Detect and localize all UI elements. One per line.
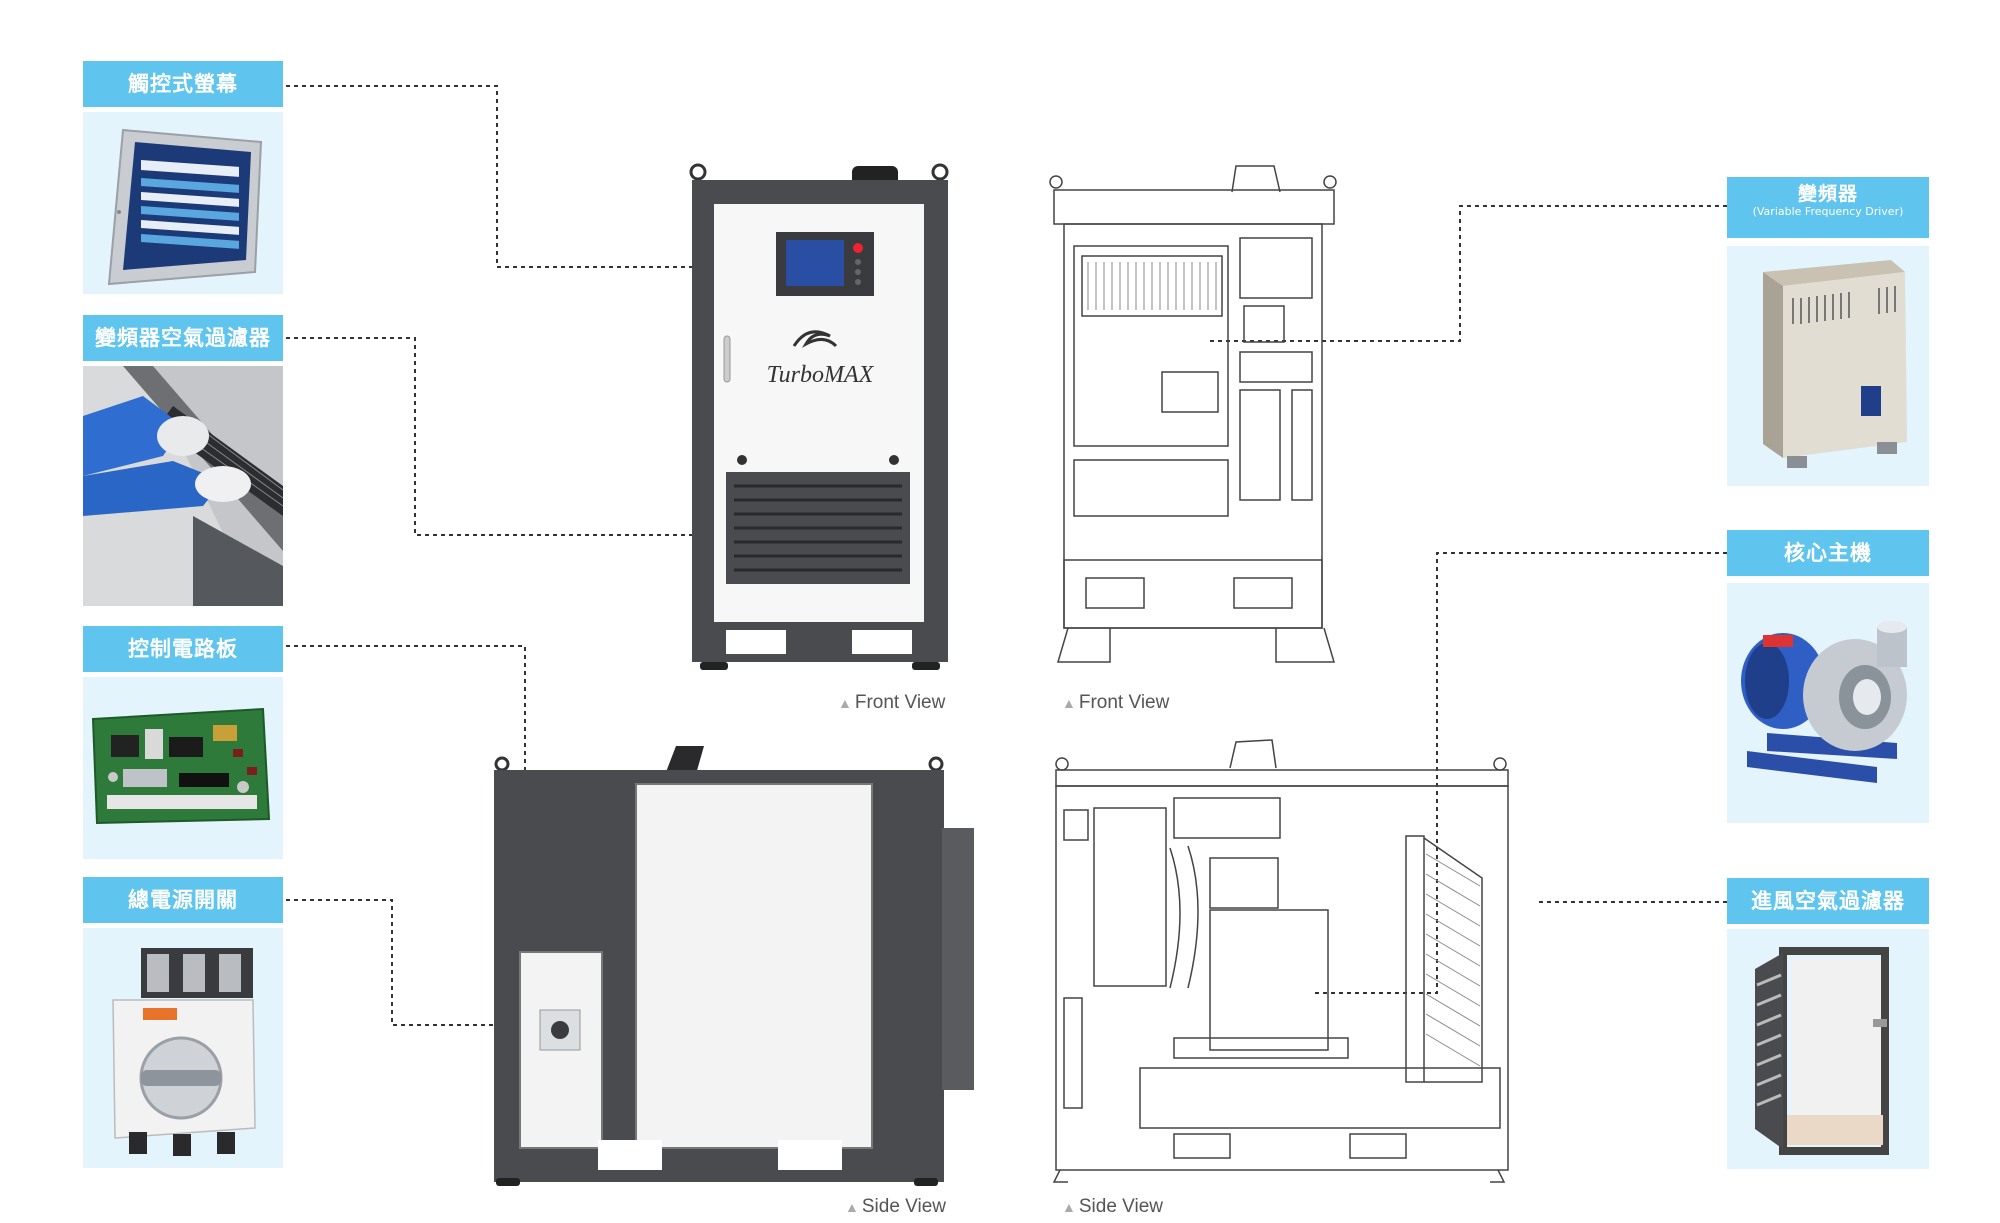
rotary-switch-icon	[112, 948, 256, 1156]
caption-side-drawing: ▲Side View	[1062, 1196, 1163, 1218]
brand-name: TurboMAX	[767, 362, 875, 388]
touchscreen-icon	[107, 128, 263, 286]
vfd-filter-image	[83, 366, 283, 606]
inverter-icon	[1763, 260, 1907, 468]
vfd-label-text: 變頻器	[1797, 183, 1858, 205]
intake-filter-image	[1727, 929, 1929, 1169]
label-core-unit: 核心主機	[1727, 530, 1929, 576]
turbo-blower-icon	[1741, 621, 1907, 783]
front-view-photo: TurboMAX	[689, 163, 949, 670]
triangle-icon: ▲	[1062, 695, 1076, 711]
caption-side-photo: ▲Side View	[845, 1196, 946, 1218]
triangle-icon: ▲	[838, 695, 852, 711]
label-intake-filter: 進風空氣過濾器	[1727, 878, 1929, 924]
triangle-icon: ▲	[1062, 1199, 1076, 1215]
core-unit-image	[1727, 583, 1929, 823]
front-view-drawing	[1049, 165, 1337, 663]
caption-front-photo-text: Front View	[854, 692, 946, 713]
main-switch-image	[83, 928, 283, 1168]
label-control-board: 控制電路板	[83, 626, 283, 672]
label-touchscreen: 觸控式螢幕	[83, 61, 283, 107]
hand-filter-icon	[83, 366, 283, 606]
label-main-switch: 總電源開關	[83, 877, 283, 923]
vfd-image	[1727, 246, 1929, 486]
vfd-sublabel: (Variable Frequency Driver)	[1752, 205, 1904, 218]
label-vfd-filter: 變頻器空氣過濾器	[83, 315, 283, 361]
caption-side-photo-text: Side View	[861, 1196, 947, 1217]
filter-frame-icon	[1755, 947, 1889, 1155]
caption-front-drawing: ▲Front View	[1062, 692, 1169, 714]
triangle-icon: ▲	[845, 1199, 859, 1215]
caption-front-photo: ▲Front View	[838, 692, 945, 714]
side-view-drawing	[1052, 739, 1509, 1183]
label-vfd: 變頻器 (Variable Frequency Driver)	[1727, 177, 1929, 238]
side-view-photo	[494, 746, 974, 1186]
control-board-image	[83, 677, 283, 859]
caption-front-drawing-text: Front View	[1078, 692, 1170, 713]
touchscreen-image	[83, 112, 283, 294]
circuit-board-icon	[91, 707, 271, 825]
caption-side-drawing-text: Side View	[1078, 1196, 1164, 1217]
